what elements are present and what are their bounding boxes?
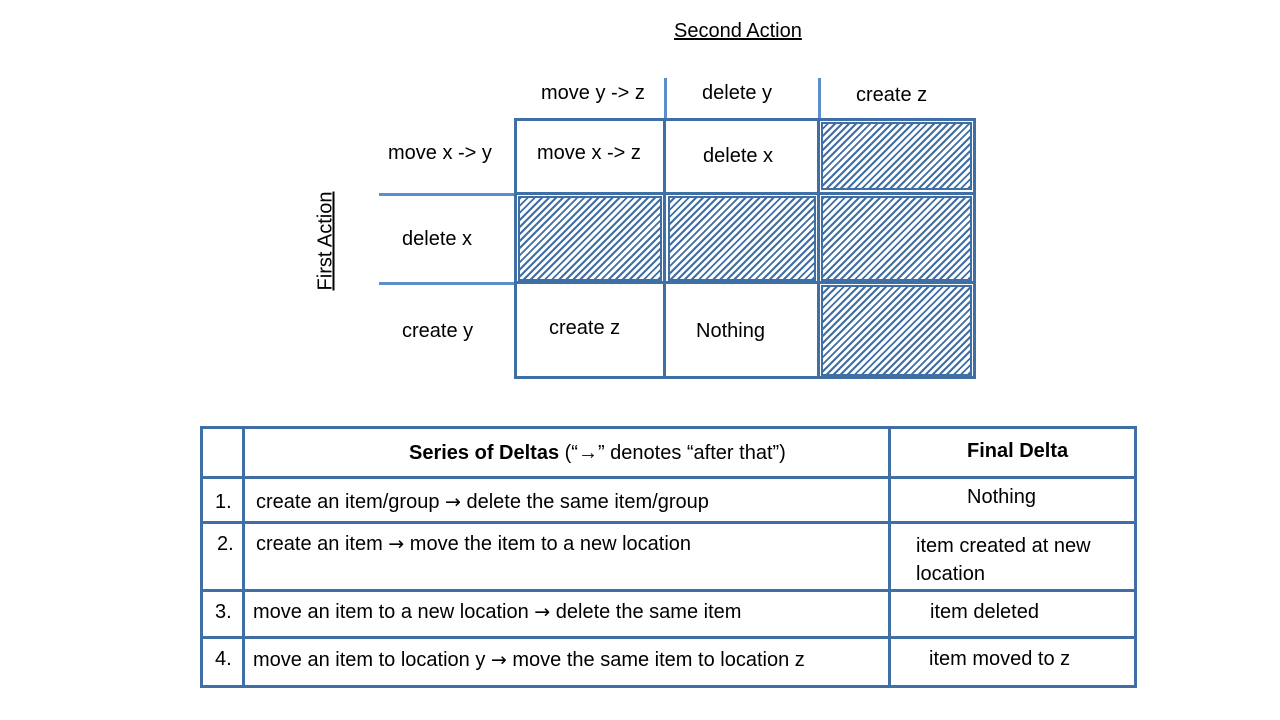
table-hline-4 xyxy=(200,636,1137,639)
table-vline-final xyxy=(888,426,891,688)
table-hline-1 xyxy=(200,476,1137,479)
row-series: create an item → move the item to a new … xyxy=(256,533,691,556)
cell-r3-c2: Nothing xyxy=(696,320,765,342)
delta-table xyxy=(200,426,1137,688)
row-final: Nothing xyxy=(967,486,1036,508)
table-hline-2 xyxy=(200,521,1137,524)
table-header-final: Final Delta xyxy=(967,440,1069,462)
table-header-series-note: (“→” denotes “after that”) xyxy=(559,442,786,464)
hatched-cell-r2-c3 xyxy=(821,196,972,281)
cell-r1-c1: move x -> z xyxy=(537,142,641,164)
row-series: move an item to a new location → delete … xyxy=(253,601,741,624)
row-series-part2: move the item to a new location xyxy=(409,533,692,555)
row-series-part1: move an item to location y xyxy=(253,649,486,671)
row-header-divider-1 xyxy=(379,193,517,196)
hatched-cell-r2-c1 xyxy=(518,196,662,281)
row-series: move an item to location y → move the sa… xyxy=(253,649,805,672)
first-action-title: First Action xyxy=(314,191,337,291)
hatched-cell-r1-c3 xyxy=(821,122,972,190)
second-action-title: Second Action xyxy=(674,20,802,42)
col-header-create-z: create z xyxy=(856,84,928,106)
row-number: 1. xyxy=(215,491,232,513)
arrow-icon: → xyxy=(490,649,507,671)
matrix-grid xyxy=(514,118,976,379)
row-header-delete-x: delete x xyxy=(402,228,473,250)
arrow-icon: → xyxy=(388,533,405,555)
row-series-part1: create an item xyxy=(256,533,383,555)
matrix-hline-1 xyxy=(514,192,976,195)
arrow-icon: → xyxy=(534,601,551,623)
col-header-delete-y: delete y xyxy=(702,82,773,104)
table-header-series-bold: Series of Deltas xyxy=(409,442,560,464)
cell-r1-c2: delete x xyxy=(703,145,774,167)
cell-r3-c1: create z xyxy=(549,317,621,339)
row-header-create-y: create y xyxy=(402,320,474,342)
table-hline-3 xyxy=(200,589,1137,592)
table-header-series: Series of Deltas (“→” denotes “after tha… xyxy=(409,442,786,465)
row-header-move-x-y: move x -> y xyxy=(388,142,492,164)
hatched-cell-r3-c3 xyxy=(821,285,972,376)
row-series-part2: move the same item to location z xyxy=(512,649,805,671)
row-header-divider-2 xyxy=(379,282,517,285)
matrix-vline-1 xyxy=(663,118,666,379)
col-header-divider-1 xyxy=(664,78,667,120)
hatched-cell-r2-c2 xyxy=(668,196,816,281)
matrix-vline-2 xyxy=(817,118,820,379)
arrow-icon: → xyxy=(445,491,461,513)
row-series-part1: create an item/group xyxy=(256,491,440,513)
row-final: item created at new location xyxy=(916,535,1091,585)
row-number: 2. xyxy=(217,533,234,555)
col-header-divider-2 xyxy=(818,78,821,120)
row-series-part1: move an item to a new location xyxy=(253,601,529,623)
row-number: 4. xyxy=(215,648,232,670)
row-series-part2: delete the same item xyxy=(555,601,742,623)
row-series-part2: delete the same item/group xyxy=(466,491,709,513)
col-header-move-y-z: move y -> z xyxy=(541,82,645,104)
row-final: item deleted xyxy=(930,601,1039,623)
matrix-hline-2 xyxy=(514,281,976,284)
row-number: 3. xyxy=(215,601,232,623)
row-final: item moved to z xyxy=(929,648,1071,670)
table-vline-num xyxy=(242,426,245,688)
row-series: create an item/group → delete the same i… xyxy=(256,491,709,514)
